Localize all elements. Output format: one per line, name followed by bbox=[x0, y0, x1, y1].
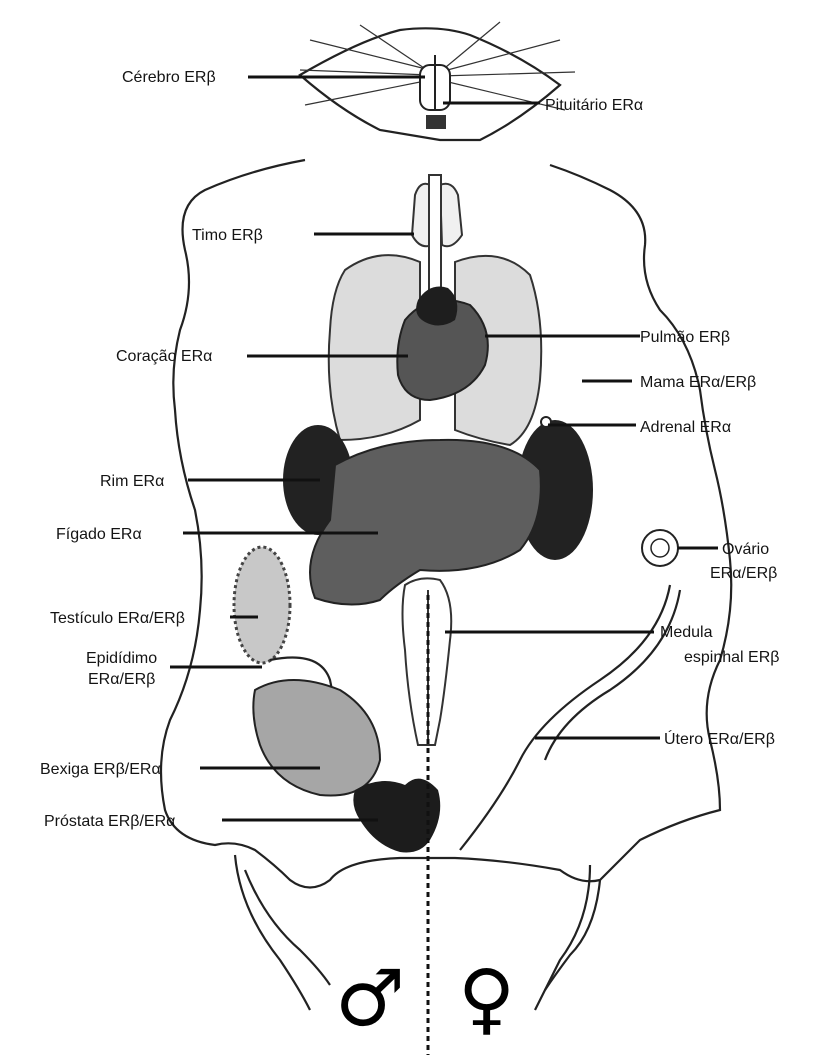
label-pulmao: Pulmão ERβ bbox=[640, 329, 730, 346]
label-figado: Fígado ERα bbox=[56, 526, 142, 543]
label-pituitario: Pituitário ERα bbox=[545, 97, 643, 114]
label-medula-2: espinhal ERβ bbox=[684, 649, 779, 666]
female-symbol: ♀ bbox=[458, 954, 515, 1044]
label-ovario-1: Ovário bbox=[722, 541, 769, 558]
testis-shape bbox=[234, 547, 290, 663]
label-mama: Mama ERα/ERβ bbox=[640, 374, 756, 391]
trachea-shape bbox=[429, 175, 441, 295]
heart-vessels bbox=[416, 287, 457, 326]
bladder-shape bbox=[253, 680, 380, 796]
label-adrenal: Adrenal ERα bbox=[640, 419, 731, 436]
label-ovario-2: ERα/ERβ bbox=[710, 565, 777, 582]
mouse-head bbox=[300, 22, 575, 140]
label-coracao: Coração ERα bbox=[116, 348, 212, 365]
label-prostata: Próstata ERβ/ERα bbox=[44, 813, 175, 830]
pituitary-shape bbox=[426, 115, 446, 129]
label-rim: Rim ERα bbox=[100, 473, 164, 490]
uterus-shape bbox=[460, 585, 680, 850]
label-cerebro: Cérebro ERβ bbox=[122, 69, 216, 86]
label-epididimo-2: ERα/ERβ bbox=[88, 671, 155, 688]
male-symbol: ♂ bbox=[335, 954, 405, 1044]
label-epididimo-1: Epidídimo bbox=[86, 650, 157, 667]
label-bexiga: Bexiga ERβ/ERα bbox=[40, 761, 161, 778]
label-utero: Útero ERα/ERβ bbox=[664, 729, 775, 748]
label-timo: Timo ERβ bbox=[192, 227, 263, 244]
label-testiculo: Testículo ERα/ERβ bbox=[50, 610, 185, 627]
label-medula-1: Medula bbox=[660, 624, 713, 641]
